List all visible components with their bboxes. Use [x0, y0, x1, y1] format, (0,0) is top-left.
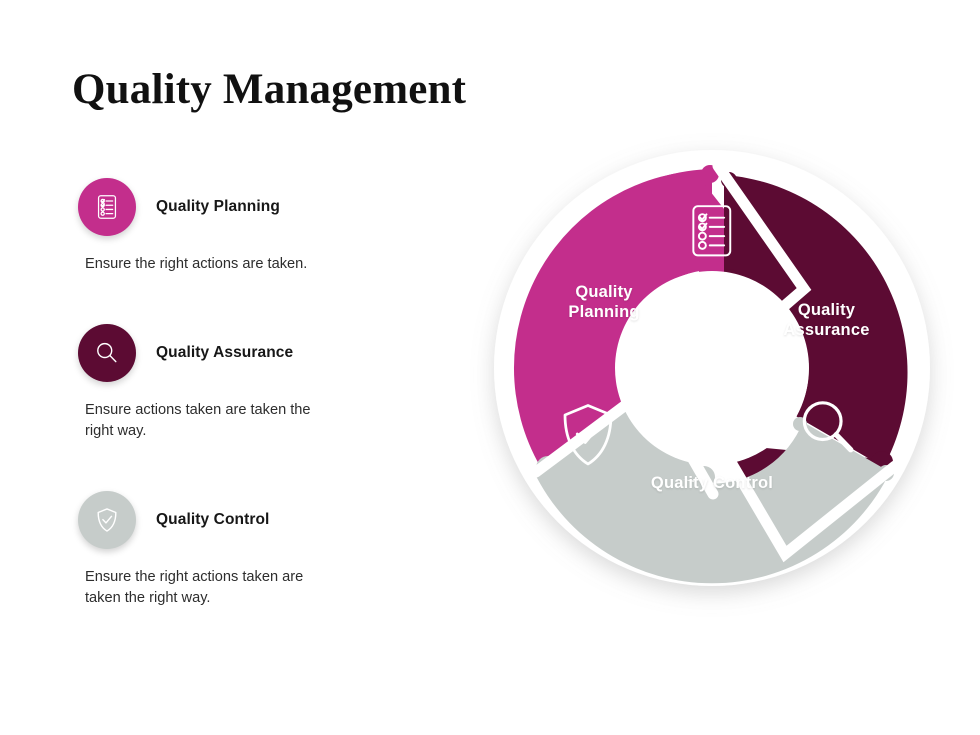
legend-item-header: Quality Assurance — [78, 323, 408, 382]
legend-list: Quality Planning Ensure the right action… — [78, 178, 408, 658]
checklist-icon — [692, 205, 732, 257]
legend-item-label: Quality Assurance — [156, 343, 294, 361]
legend-item-description: Ensure the right actions taken are taken… — [85, 568, 304, 607]
legend-item-quality-control[interactable]: Quality Control Ensure the right actions… — [78, 490, 408, 610]
legend-item-description: Ensure actions taken are taken the right… — [85, 401, 311, 440]
magnifier-icon — [78, 323, 136, 382]
legend-item-quality-assurance[interactable]: Quality Assurance Ensure actions taken a… — [78, 323, 408, 443]
shield-check-icon — [78, 490, 136, 549]
legend-item-label: Quality Planning — [156, 198, 280, 215]
legend-item-description: Ensure the right actions are taken. — [85, 256, 308, 272]
quality-cycle-diagram: Quality Planning Quality Assurance Quali… — [486, 142, 938, 594]
shield-check-icon — [563, 404, 613, 466]
checklist-icon — [78, 178, 136, 236]
magnifier-icon — [802, 401, 854, 453]
diagram-inner-hub — [615, 271, 809, 465]
legend-item-header: Quality Planning — [78, 178, 408, 236]
legend-item-label: Quality Control — [156, 510, 270, 528]
legend-item-header: Quality Control — [78, 490, 408, 549]
legend-item-quality-planning[interactable]: Quality Planning Ensure the right action… — [78, 178, 408, 276]
page-title: Quality Management — [72, 66, 467, 113]
